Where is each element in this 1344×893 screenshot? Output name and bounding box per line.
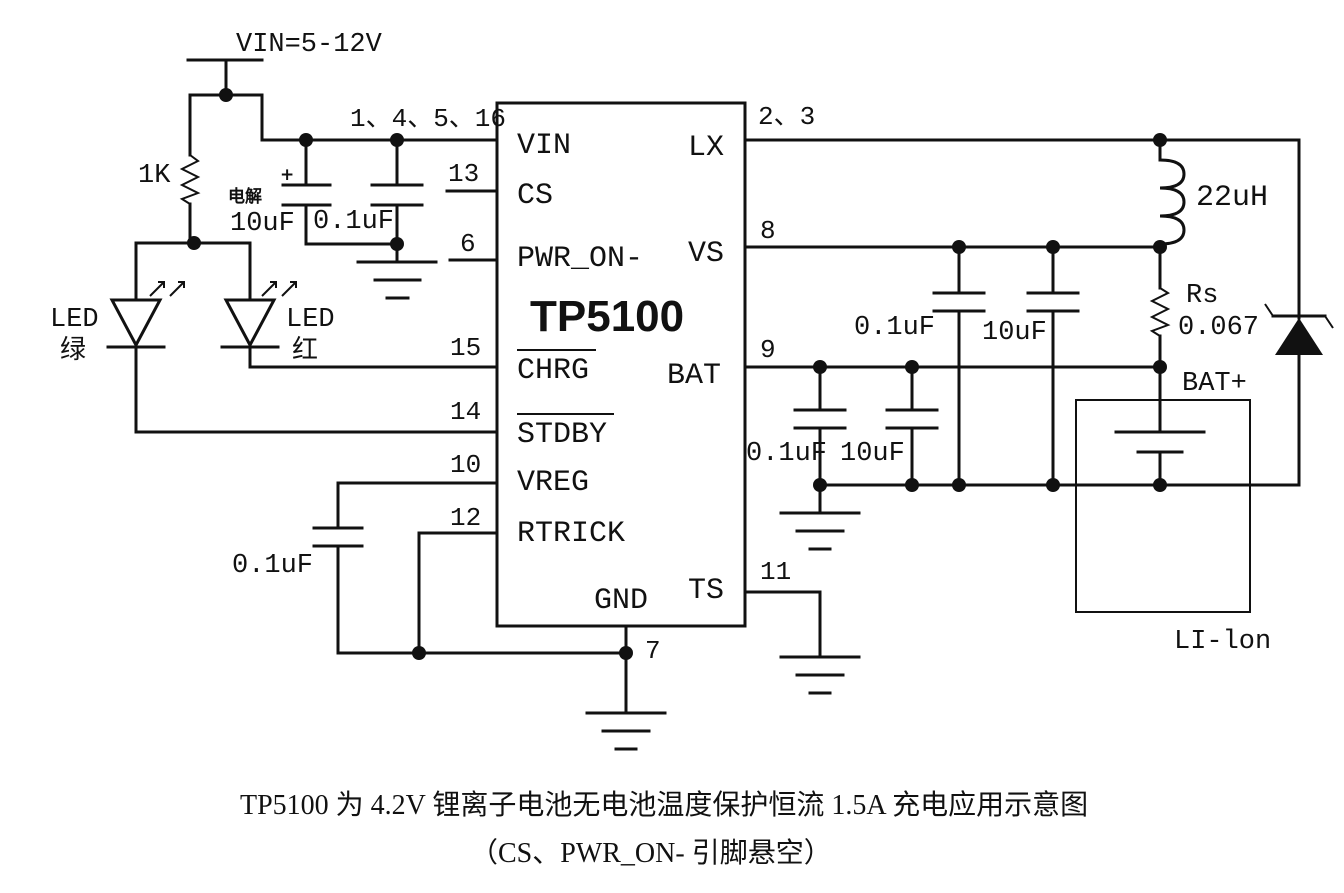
cap-vs1-value: 0.1uF bbox=[854, 313, 935, 343]
pin-num-ts: 11 bbox=[760, 557, 791, 587]
cap-vs2-value: 10uF bbox=[982, 318, 1047, 348]
inductor-22uh bbox=[1158, 158, 1186, 246]
wire bbox=[743, 138, 1301, 320]
caption-line-1: TP5100 为 4.2V 锂离子电池无电池温度保护恒流 1.5A 充电应用示意… bbox=[240, 789, 1088, 821]
pin-num-cs: 13 bbox=[448, 159, 479, 189]
pin-label-vreg: VREG bbox=[517, 466, 589, 500]
rs-value: 0.067 bbox=[1178, 313, 1259, 343]
pin-num-bat: 9 bbox=[760, 335, 776, 365]
led-red-arrows bbox=[261, 281, 297, 297]
battery-label: LI-lon bbox=[1174, 627, 1271, 657]
pin-num-stdby: 14 bbox=[450, 397, 481, 427]
wire bbox=[248, 345, 499, 369]
rs-label: Rs bbox=[1186, 281, 1218, 311]
resistor-rs bbox=[1149, 287, 1171, 337]
battery-box bbox=[1075, 399, 1251, 613]
pin-label-chrg: CHRG bbox=[517, 354, 589, 388]
pin-label-cs: CS bbox=[517, 179, 553, 213]
cap-vreg-value: 0.1uF bbox=[232, 551, 313, 581]
pin-num-gnd: 7 bbox=[645, 636, 661, 666]
junction-dot bbox=[1153, 240, 1167, 254]
wire bbox=[417, 531, 499, 655]
pin-num-lx: 2、3 bbox=[758, 102, 815, 132]
resistor-1k-value: 1K bbox=[138, 161, 171, 191]
wire bbox=[304, 230, 399, 246]
led-green-arrows bbox=[149, 281, 185, 297]
pin-label-ts: TS bbox=[688, 574, 724, 608]
led-green-symbol bbox=[109, 298, 163, 349]
led-red-label-a: LED bbox=[286, 305, 335, 335]
pin-num-vs: 8 bbox=[760, 216, 776, 246]
wire bbox=[336, 544, 628, 655]
led-red-label-b: 红 bbox=[292, 335, 318, 365]
pin-label-bat: BAT bbox=[667, 359, 721, 393]
pin-num-rtrick: 12 bbox=[450, 503, 481, 533]
ic-name: TP5100 bbox=[530, 292, 684, 341]
pin-label-rtrick: RTRICK bbox=[517, 517, 625, 551]
cap-bat2-value: 10uF bbox=[840, 439, 905, 469]
pin-label-lx: LX bbox=[688, 131, 724, 165]
diode-cathode-bar bbox=[1324, 315, 1334, 329]
junction-dot bbox=[390, 237, 404, 251]
led-red-symbol bbox=[223, 298, 277, 349]
junction-dot bbox=[1046, 478, 1060, 492]
diode-symbol bbox=[1275, 318, 1323, 355]
pin-num-vin: 1、4、5、16 bbox=[350, 104, 506, 134]
bat-plus-label: BAT+ bbox=[1182, 369, 1247, 399]
cap-elec-value: 10uF bbox=[230, 209, 295, 239]
cap-in-value: 0.1uF bbox=[313, 207, 394, 237]
caption-line-2: （CS、PWR_ON- 引脚悬空） bbox=[470, 837, 832, 869]
cap-elec-note: 电解 bbox=[228, 186, 262, 207]
pin-num-chrg: 15 bbox=[450, 333, 481, 363]
junction-dot bbox=[219, 88, 233, 102]
wire bbox=[1158, 353, 1301, 487]
pin-label-gnd: GND bbox=[594, 584, 648, 618]
junction-dot bbox=[619, 646, 633, 660]
wire bbox=[336, 481, 499, 530]
wire bbox=[260, 93, 499, 142]
led-green-label-b: 绿 bbox=[60, 335, 86, 365]
pin-label-stdby: STDBY bbox=[517, 418, 607, 452]
supply-label: VIN=5-12V bbox=[236, 30, 383, 60]
resistor-1k bbox=[179, 154, 201, 205]
cap-elec-plus: + bbox=[280, 165, 294, 185]
ic-body bbox=[495, 101, 747, 628]
junction-dot bbox=[813, 478, 827, 492]
pin-label-vin: VIN bbox=[517, 129, 571, 163]
pin-label-pwr-on: PWR_ON- bbox=[517, 242, 643, 276]
junction-dot bbox=[952, 478, 966, 492]
diode-cathode-bar bbox=[1264, 303, 1274, 317]
cap-bat1-value: 0.1uF bbox=[746, 439, 827, 469]
pin-label-vs: VS bbox=[688, 237, 724, 271]
junction-dot bbox=[905, 478, 919, 492]
pin-num-vreg: 10 bbox=[450, 450, 481, 480]
junction-dot bbox=[412, 646, 426, 660]
wire bbox=[743, 590, 822, 659]
led-green-label-a: LED bbox=[50, 305, 99, 335]
pin-num-pwr-on: 6 bbox=[460, 229, 476, 259]
inductor-value: 22uH bbox=[1196, 181, 1268, 215]
